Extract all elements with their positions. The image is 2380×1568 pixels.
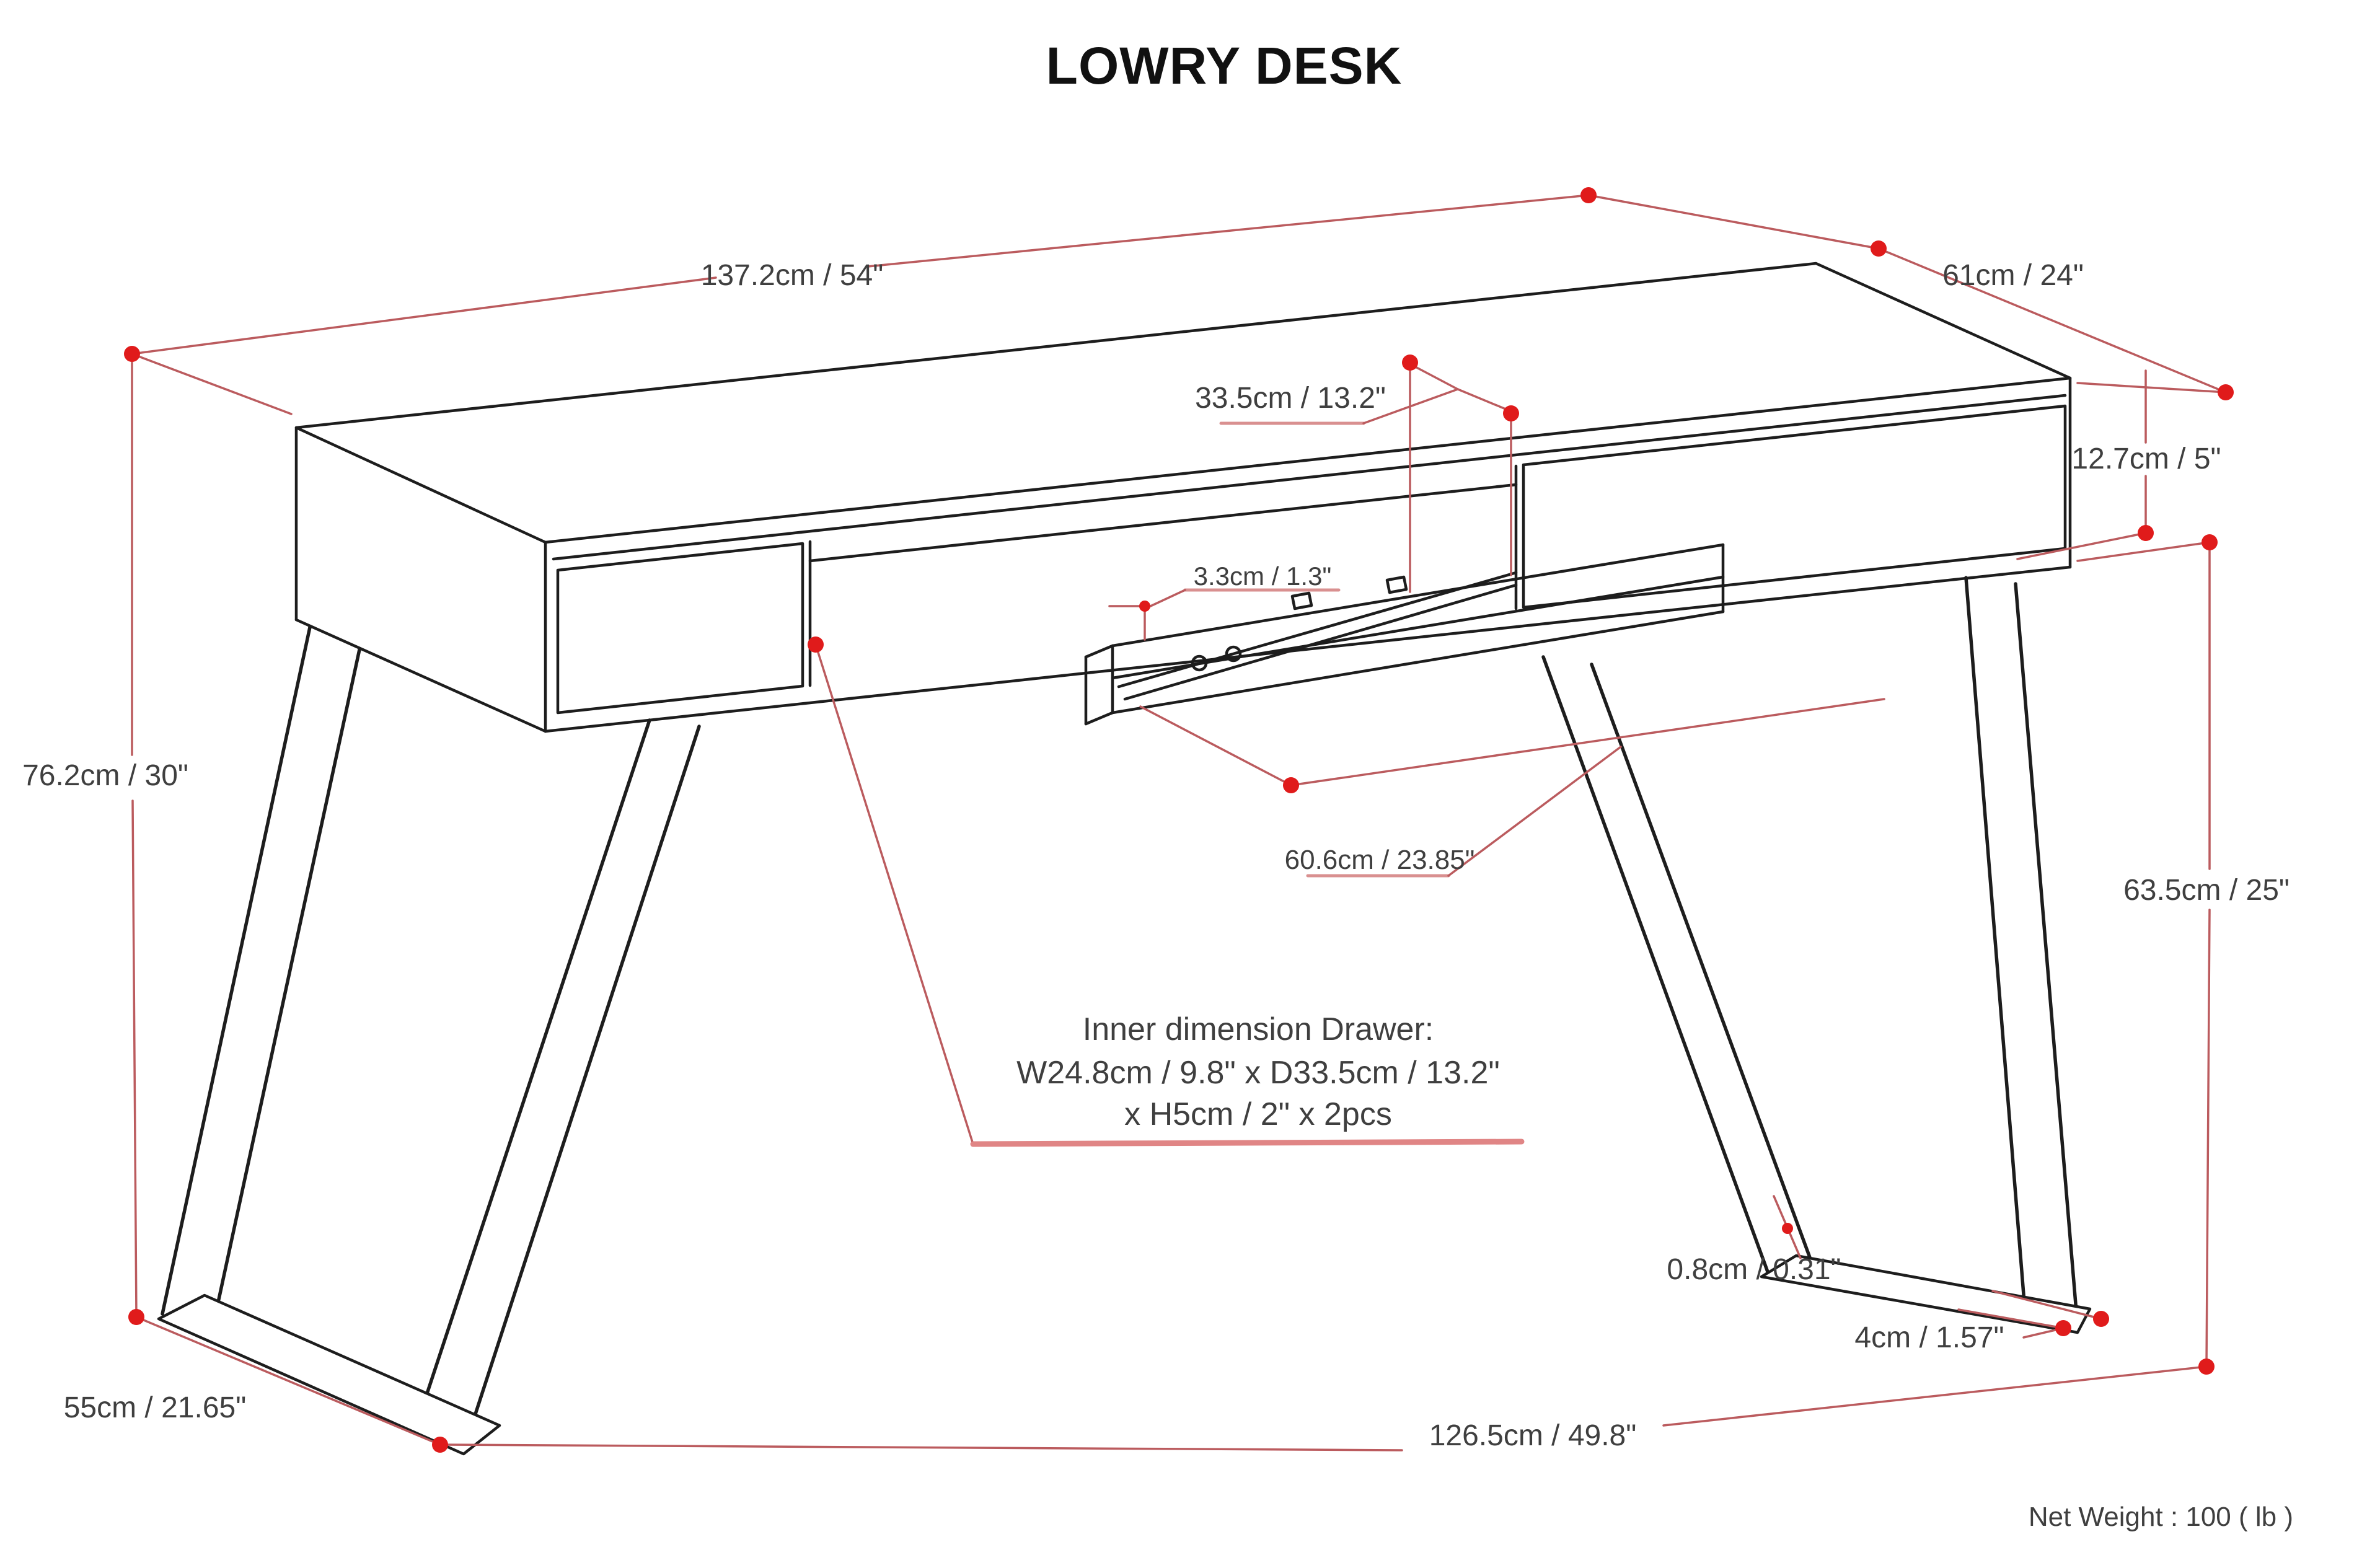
dimension-dot [1782, 1223, 1793, 1234]
page-title: LOWRY DESK [1046, 37, 1403, 95]
dimension-lines [131, 194, 2227, 1451]
desk-line-art [157, 262, 2092, 1456]
bay-inner-top-edge [808, 483, 1518, 563]
label-inner-drawer-qty: x H5cm / 2" x 2pcs [1124, 1096, 1392, 1132]
rail-roller [1191, 654, 1208, 672]
label-top-length: 137.2cm / 54" [701, 259, 884, 292]
label-base-depth: 55cm / 21.65" [64, 1391, 247, 1424]
dimension-labels: LOWRY DESK 137.2cm / 54" 61cm / 24" 33.5… [22, 37, 2293, 1532]
dimension-dot [432, 1437, 448, 1453]
dimension-dots [124, 187, 2234, 1453]
label-overall-height: 76.2cm / 30" [22, 759, 188, 792]
dimension-dot [808, 636, 824, 653]
dimension-dot [1402, 355, 1418, 371]
label-base-width: 126.5cm / 49.8" [1429, 1419, 1637, 1452]
right-foot-bar [1760, 1254, 2092, 1334]
dimension-dot [1871, 240, 1887, 257]
keyboard-tray [1084, 543, 1725, 726]
dimension-dot [2138, 525, 2154, 541]
dimension-dot [1503, 405, 1519, 421]
dimension-dot [1139, 601, 1150, 612]
desk-top-edge-band [552, 394, 2067, 561]
label-net-weight: Net Weight : 100 ( lb ) [2029, 1502, 2293, 1532]
dimension-dot [2202, 534, 2218, 550]
label-drawer-depth: 33.5cm / 13.2" [1195, 382, 1386, 415]
right-leg-assembly [1541, 576, 2092, 1334]
label-top-depth: 61cm / 24" [1942, 259, 2084, 292]
label-top-thickness: 12.7cm / 5" [2071, 443, 2221, 475]
dimension-dot [1580, 187, 1597, 203]
label-inner-drawer-title: Inner dimension Drawer: [1083, 1011, 1434, 1047]
dimension-dot [2093, 1311, 2109, 1327]
dimension-dot [2055, 1320, 2071, 1336]
tray-slide-rail [1117, 571, 1518, 689]
label-tray-lip-height: 3.3cm / 1.3" [1194, 562, 1332, 591]
label-leg-thickness: 0.8cm / 0.31" [1667, 1253, 1841, 1286]
left-foot-bar [157, 1293, 501, 1456]
left-drawer-front [556, 542, 804, 715]
label-inner-drawer-size: W24.8cm / 9.8" x D33.5cm / 13.2" [1016, 1055, 1500, 1091]
dimension-dot [1283, 777, 1299, 793]
label-foot-thickness: 4cm / 1.57" [1854, 1321, 2004, 1354]
dimension-dot [128, 1309, 144, 1325]
rail-clip [1385, 575, 1408, 594]
rail-clip [1290, 591, 1313, 610]
left-leg-assembly [157, 625, 701, 1456]
label-leg-clearance: 63.5cm / 25" [2123, 874, 2290, 907]
rail-roller [1225, 645, 1242, 663]
apron-bottom-edge [544, 565, 2072, 733]
label-tray-width: 60.6cm / 23.85" [1285, 845, 1475, 875]
dimension-dot [2198, 1359, 2215, 1375]
dimension-dot [124, 346, 140, 362]
slab-left-bottom-edge [294, 618, 547, 733]
dimension-dot [2218, 384, 2234, 400]
